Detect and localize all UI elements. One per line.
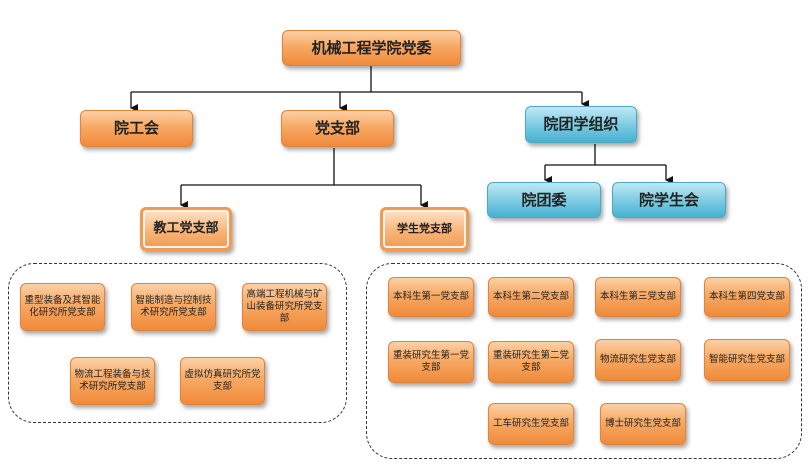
student-branch-item: 智能研究生党支部 bbox=[704, 339, 790, 381]
faculty-branch-label: 教工党支部 bbox=[153, 220, 219, 236]
node-youth-league-org: 院团学组织 bbox=[525, 106, 637, 143]
node-union: 院工会 bbox=[80, 110, 193, 147]
node-student-union: 院学生会 bbox=[612, 182, 726, 218]
faculty-branch-item: 虚拟仿真研究所党支部 bbox=[180, 357, 265, 405]
party-branch-label: 党支部 bbox=[314, 119, 360, 138]
student-branches-group bbox=[366, 263, 802, 459]
node-student-party-branch: 学生党支部 bbox=[380, 207, 469, 251]
student-branch-label: 学生党支部 bbox=[397, 222, 452, 236]
union-label: 院工会 bbox=[113, 119, 159, 138]
student-branch-item: 博士研究生党支部 bbox=[600, 403, 686, 445]
root-label: 机械工程学院党委 bbox=[311, 38, 432, 57]
student-branch-item: 本科生第一党支部 bbox=[388, 277, 474, 317]
node-faculty-party-branch: 教工党支部 bbox=[140, 207, 232, 251]
student-branch-item: 重装研究生第二党支部 bbox=[488, 341, 574, 383]
student-branch-item: 本科生第二党支部 bbox=[488, 277, 574, 317]
student-branch-item: 本科生第三党支部 bbox=[595, 277, 681, 317]
student-branch-item: 重装研究生第一党支部 bbox=[388, 341, 474, 383]
student-branch-item: 本科生第四党支部 bbox=[704, 277, 790, 317]
faculty-branch-item: 重型装备及其智能化研究所党支部 bbox=[20, 283, 105, 331]
faculty-branch-item: 物流工程装备与技术研究所党支部 bbox=[70, 357, 155, 405]
league-committee-label: 院团委 bbox=[521, 190, 567, 209]
faculty-branch-item: 高端工程机械与矿山装备研究所党支部 bbox=[242, 283, 327, 331]
youth-league-label: 院团学组织 bbox=[543, 115, 619, 134]
faculty-branches-group bbox=[8, 263, 347, 423]
student-branch-item: 工车研究生党支部 bbox=[488, 403, 574, 445]
node-party-branch: 党支部 bbox=[281, 110, 394, 147]
student-branch-item: 物流研究生党支部 bbox=[595, 339, 681, 381]
faculty-branch-item: 智能制造与控制技术研究所党支部 bbox=[131, 283, 216, 331]
student-union-label: 院学生会 bbox=[638, 190, 699, 209]
root-node-party-committee: 机械工程学院党委 bbox=[282, 30, 461, 66]
node-league-committee: 院团委 bbox=[487, 182, 601, 218]
